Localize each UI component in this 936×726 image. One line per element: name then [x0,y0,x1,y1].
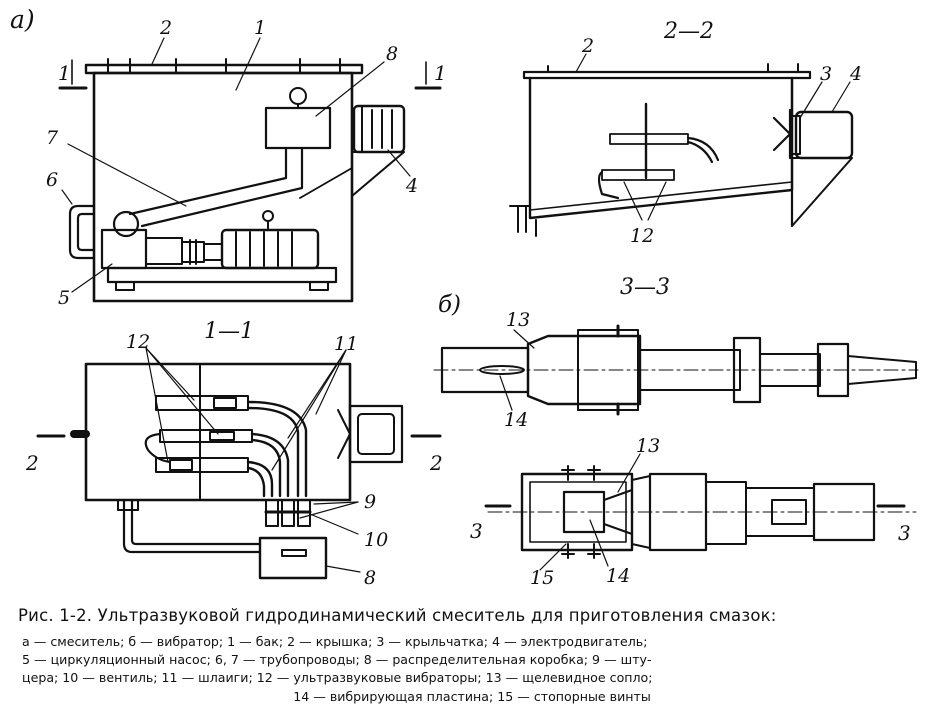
pipeline-6 [68,204,96,260]
section-2-2-tank [528,76,794,220]
section-label-3-left: 3 [470,519,483,543]
callout-10: 10 [364,529,388,551]
legend-line: 14 — вибрирующая пластина; 15 — стопорны… [293,688,651,704]
section-mark-labels: 1 1 2 2 3 3 [25,61,911,545]
callout-8-plan: 8 [364,567,376,589]
pump-base [106,266,338,284]
callout-6: 6 [46,169,58,191]
callout-13-plan: 13 [636,435,660,457]
mixer-technical-drawing: а) б) 2—2 1—1 3—3 1 1 2 2 3 3 1 2 2 3 4 … [10,5,919,589]
lid-bolts [107,58,341,74]
section-2-2-view [509,63,854,237]
legend-line: 5 — циркуляционный насос; 6, 7 — трубопр… [22,652,652,668]
callout-4-side: 4 [405,175,418,197]
section-label-2-left: 2 [25,451,39,475]
pressure-gauge-icon [289,87,307,105]
callout-14-section: 14 [504,409,528,431]
figure-caption-title: Рис. 1-2. Ультразвуковой гидродинамическ… [18,606,777,625]
callout-13-section: 13 [506,309,530,331]
callout-9: 9 [364,491,376,513]
callout-5: 5 [58,287,70,309]
inclined-bottom [299,167,353,199]
section-1-1-view [36,362,442,580]
motor-bracket [351,151,405,197]
section-2-2-lid [522,70,812,80]
hose-1 [246,400,308,498]
callout-15: 15 [530,567,554,589]
section-2-2-bracket [791,157,853,227]
section-label-1-right: 1 [434,61,447,85]
vibrator-b [159,429,253,443]
legend-line: а — смеситель; б — вибратор; 1 — бак; 2 … [22,634,648,649]
callout-2-side: 2 [159,17,172,39]
callout-7: 7 [46,127,59,149]
vibrator-c [155,457,249,473]
panel-label-b: б) [438,292,461,318]
callout-4-section: 4 [849,63,862,85]
section-2-2-motor [794,110,854,160]
callout-12-section: 12 [630,225,654,247]
callout-11: 11 [334,333,358,355]
callout-numbers: 1 2 2 3 4 4 5 6 7 8 8 9 10 11 12 12 13 1… [46,17,862,589]
section-title-1-1: 1—1 [204,319,254,344]
panel-label-a: а) [10,5,35,34]
callout-14-plan: 14 [606,565,630,587]
section-label-3-right: 3 [898,521,911,545]
section-2-2-drain [509,205,531,233]
plan-pipe-6 [122,498,262,554]
mixer-side-view [58,58,442,303]
section-titles: 2—2 1—1 3—3 [204,19,714,344]
callout-3: 3 [820,63,832,85]
callout-8-side: 8 [386,43,398,65]
callout-1: 1 [254,17,266,39]
slit-nozzle-13 [526,334,642,406]
section-title-3-3: 3—3 [620,275,670,300]
section-label-1-left: 1 [58,61,71,85]
panel-labels: а) б) [10,5,461,318]
locking-screws-15 [561,465,601,559]
vibrator-plan-view [484,465,917,559]
figure-caption-legend: а — смеситель; б — вибратор; 1 — бак; 2 … [22,633,922,706]
lid [84,63,364,75]
callout-12-plan: 12 [126,331,150,353]
section-label-2-right: 2 [429,451,443,475]
hose-2 [250,432,290,498]
plan-distribution-box [258,536,328,580]
pipeline-7 [128,146,304,228]
vibrator-plate-plan [562,490,606,534]
pump-impeller [112,210,140,238]
legend-line: цера; 10 — вентиль; 11 — шлаиги; 12 — ул… [22,670,653,686]
section-title-2-2: 2—2 [663,19,714,44]
distribution-box [264,106,332,150]
vibrator-longitudinal-section [433,324,919,416]
leader-lines [61,37,851,573]
callout-2-section: 2 [581,35,594,57]
hose-3 [246,460,274,498]
impeller-3 [772,108,792,160]
